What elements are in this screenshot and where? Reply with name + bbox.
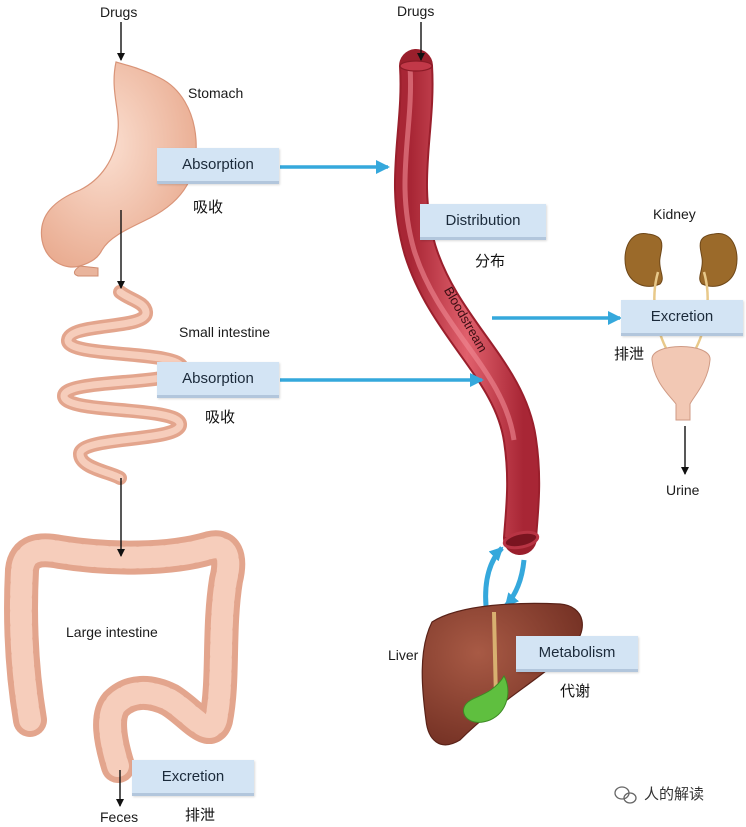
label-urine: Urine [666,482,700,498]
large-intestine-shape [3,530,246,783]
label-drugs-right: Drugs [397,3,435,19]
label-stomach: Stomach [188,85,244,101]
arrow-liver-to-blood [483,546,504,607]
label-feces: Feces [100,809,139,825]
box-absorption-intestine: Absorption [157,362,279,398]
bloodstream-vessel [393,49,541,555]
box-distribution: Distribution [420,204,546,240]
cn-excretion-feces: 排泄 [185,806,216,824]
cn-absorption-stomach: 吸收 [193,198,224,216]
box-excretion-feces: Excretion [132,760,254,796]
box-metabolism: Metabolism [516,636,638,672]
box-excretion-kidney: Excretion [621,300,743,336]
liver-shape [421,602,583,746]
small-intestine-shape [56,285,189,485]
watermark: 人的解读 [614,783,704,804]
label-drugs-left: Drugs [100,4,138,20]
stomach-shape [40,61,197,268]
watermark-text: 人的解读 [644,785,705,803]
duodenum-shape [73,265,99,277]
label-kidney: Kidney [653,206,696,222]
wechat-icon [614,786,637,804]
label-small-intestine: Small intestine [179,324,271,340]
label-large-intestine: Large intestine [66,624,158,640]
cn-metabolism: 代谢 [560,682,591,700]
box-absorption-stomach: Absorption [157,148,279,184]
arrow-blood-to-liver [504,559,527,608]
cn-excretion-kidney: 排泄 [614,345,645,363]
cn-absorption-intestine: 吸收 [205,408,236,426]
cn-distribution: 分布 [475,252,506,270]
bladder-shape [651,346,711,421]
label-liver: Liver [388,647,419,663]
